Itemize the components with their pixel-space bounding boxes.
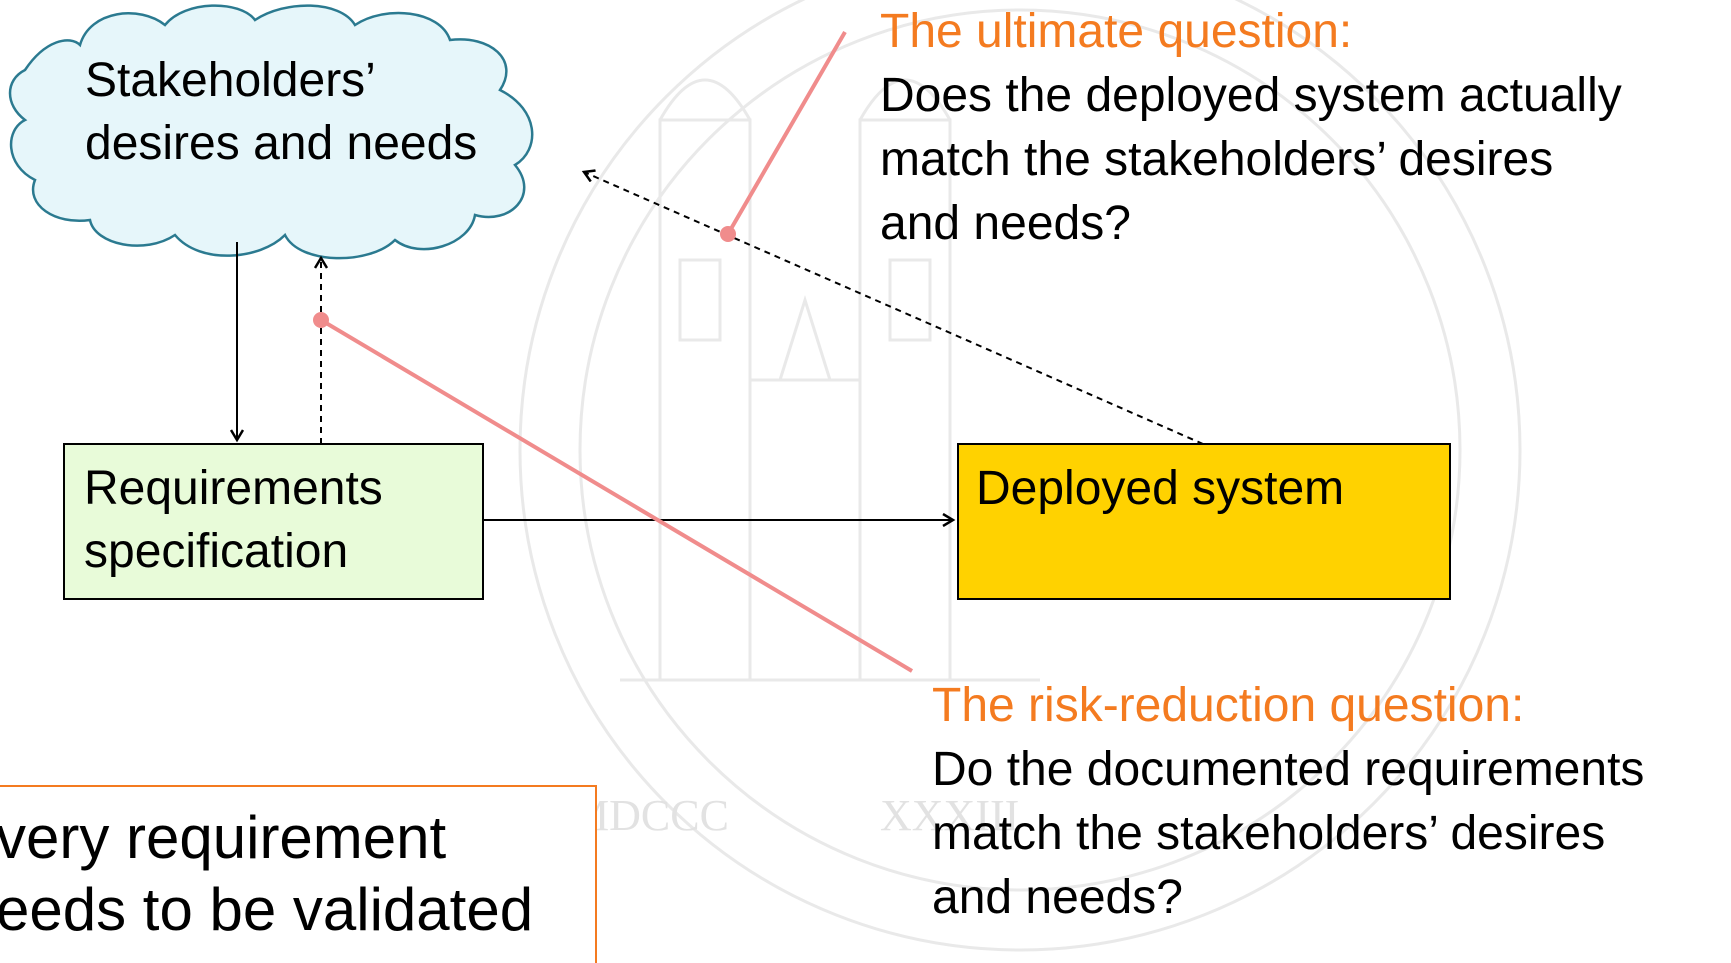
ultimate-question-heading: The ultimate question: bbox=[880, 5, 1353, 58]
requirements-label-line1: Requirements bbox=[84, 462, 383, 515]
cloud-label-line1: Stakeholders’ bbox=[85, 54, 376, 107]
validation-note-box bbox=[0, 785, 597, 963]
validation-note-line1: very requirement bbox=[0, 804, 447, 871]
risk-question-line3: and needs? bbox=[932, 871, 1183, 924]
cloud-label-line2: desires and needs bbox=[85, 117, 478, 170]
seal-watermark bbox=[518, 0, 1522, 952]
deployed-system-box bbox=[957, 443, 1451, 600]
ultimate-callout-line bbox=[726, 30, 847, 236]
stakeholders-cloud bbox=[8, 4, 534, 260]
ultimate-question-line1: Does the deployed system actually bbox=[880, 69, 1622, 122]
risk-question-heading: The risk-reduction question: bbox=[932, 679, 1525, 732]
risk-callout-line bbox=[319, 318, 914, 673]
ultimate-question-line3: and needs? bbox=[880, 197, 1131, 250]
requirements-label-line2: specification bbox=[84, 525, 349, 578]
risk-question-line1: Do the documented requirements bbox=[932, 743, 1645, 796]
watermark-right: XXXIII bbox=[880, 791, 1019, 840]
ultimate-callout-dot bbox=[720, 226, 736, 242]
risk-question-line2: match the stakeholders’ desires bbox=[932, 807, 1606, 860]
deployed-to-cloud-dashed-arrow bbox=[584, 172, 1204, 445]
deployed-system-label: Deployed system bbox=[976, 462, 1345, 515]
ultimate-question-line2: match the stakeholders’ desires bbox=[880, 133, 1554, 186]
validation-note-line2: eeds to be validated bbox=[0, 876, 534, 943]
risk-callout-dot bbox=[313, 312, 329, 328]
requirements-box bbox=[63, 443, 484, 600]
